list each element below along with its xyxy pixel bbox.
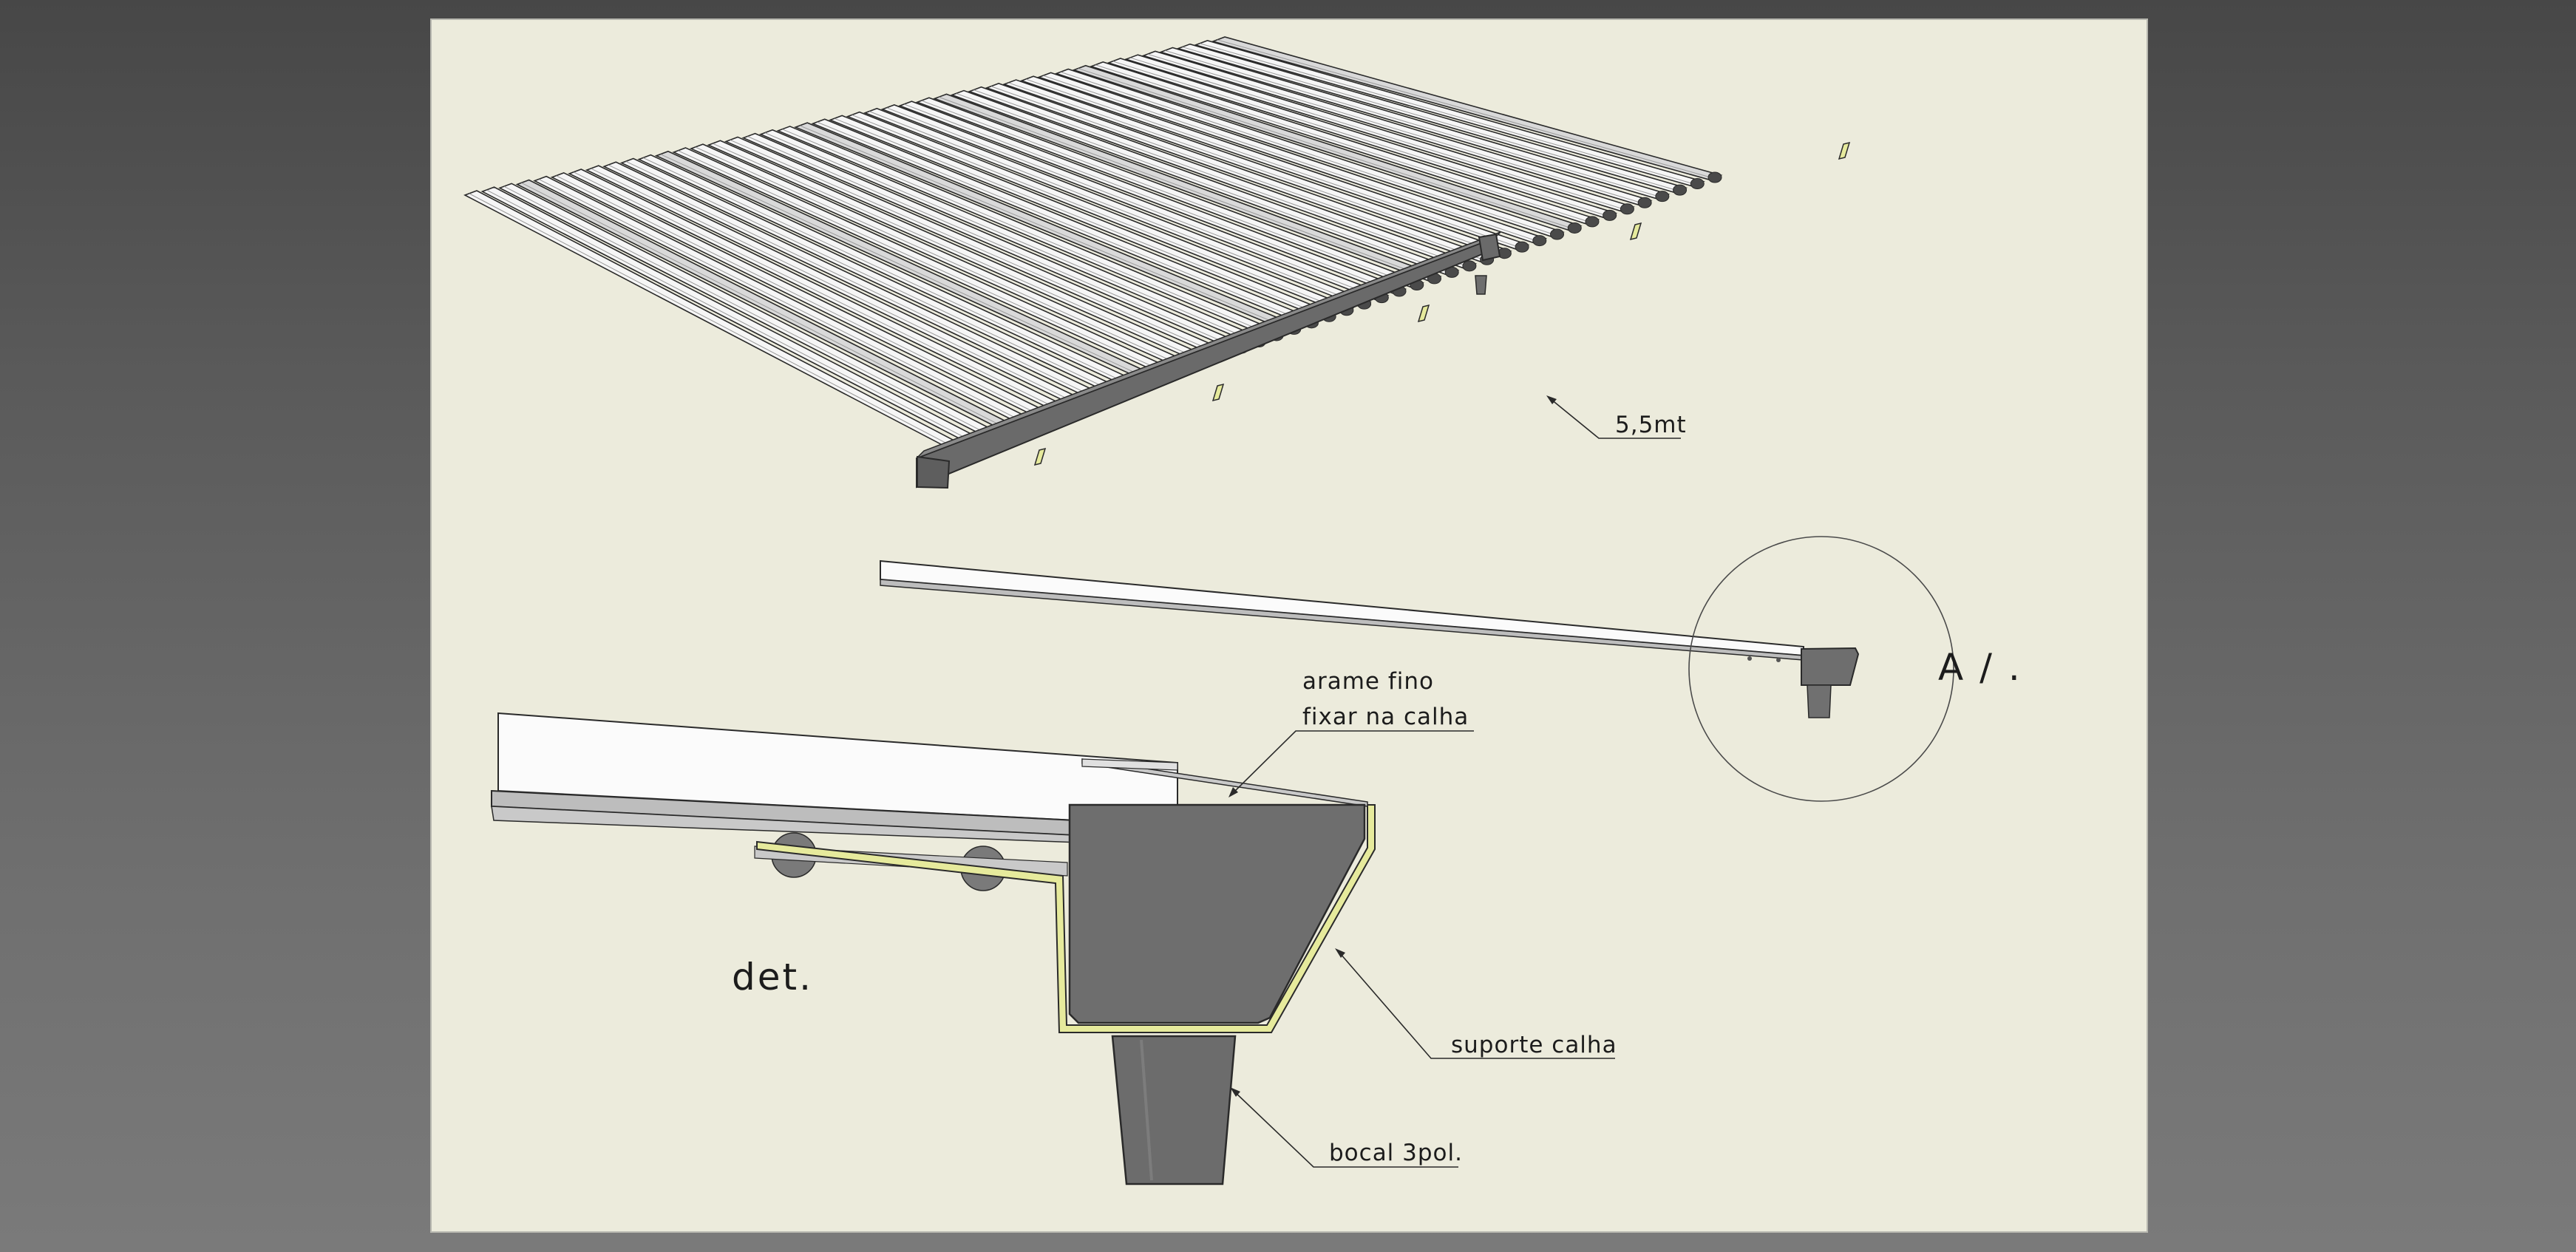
- tube-highlight: [660, 154, 1153, 381]
- tube-highlight: [521, 183, 1013, 432]
- tube-end-cap: [1620, 203, 1634, 215]
- tube-highlight: [713, 143, 1206, 362]
- tube-highlight: [1217, 39, 1714, 179]
- tube-highlight: [625, 161, 1118, 394]
- tube-end-cap: [1515, 241, 1529, 253]
- tube-highlight: [1130, 57, 1626, 211]
- tube-highlight: [835, 118, 1328, 318]
- detail-circle: [1688, 536, 1954, 802]
- tube-end-cap: [1673, 184, 1688, 196]
- tube-highlight: [469, 193, 960, 451]
- length-callout: 5,5mt: [1546, 395, 1687, 439]
- tube-highlight: [1200, 43, 1696, 186]
- tube-highlight: [695, 146, 1188, 369]
- tube-highlight: [869, 111, 1363, 305]
- tube-highlight: [678, 150, 1170, 375]
- tube-end-cap: [1603, 209, 1617, 221]
- tube-highlight: [573, 171, 1065, 413]
- gutter-iso: [916, 231, 1501, 489]
- tube-highlight: [1043, 75, 1538, 242]
- tube-highlight: [799, 125, 1293, 330]
- wire-label-line1: arame fino: [1302, 668, 1434, 695]
- tube-end-cap: [1690, 178, 1705, 190]
- tube-end-cap: [1550, 228, 1565, 240]
- tube-end-cap: [1637, 197, 1652, 208]
- tube-highlight: [782, 129, 1276, 337]
- tube-highlight: [817, 121, 1311, 324]
- support-callout: suporte calha: [1335, 948, 1617, 1059]
- technical-drawing: 5,5mt A / . ara: [463, 36, 2022, 1185]
- tube-highlight: [1182, 47, 1679, 191]
- roof-isometric-view: 5,5mt: [463, 36, 1851, 489]
- tube-highlight: [921, 100, 1416, 286]
- tube-highlight: [1095, 64, 1591, 223]
- tube-highlight: [1147, 53, 1644, 204]
- tube-highlight: [1078, 68, 1574, 229]
- tube-highlight: [538, 179, 1030, 426]
- tube-end-cap: [1462, 260, 1477, 272]
- wire-ties: [1033, 141, 1851, 466]
- support-label: suporte calha: [1451, 1032, 1617, 1058]
- tube-highlight: [990, 86, 1486, 261]
- tube-highlight: [486, 189, 977, 444]
- tube-highlight: [1061, 72, 1556, 236]
- nozzle: [1111, 1035, 1237, 1185]
- tube-highlight: [852, 115, 1346, 312]
- side-view: A / .: [880, 536, 2022, 802]
- tube-highlight: [608, 164, 1100, 400]
- collector-tubes: [463, 36, 1723, 455]
- gutter-block: [1068, 803, 1366, 1024]
- tube-end-cap: [1707, 171, 1722, 183]
- wire-callout: arame fino fixar na calha: [1228, 668, 1474, 797]
- tube-highlight: [939, 96, 1433, 280]
- nozzle-label: bocal 3pol.: [1329, 1140, 1463, 1166]
- wire-label-line2: fixar na calha: [1302, 704, 1469, 730]
- tube-end-cap: [1585, 216, 1600, 228]
- tube-highlight: [556, 175, 1047, 419]
- tube-highlight: [764, 132, 1258, 343]
- tube-highlight: [1112, 61, 1608, 217]
- tube-end-cap: [1567, 222, 1582, 234]
- detail-reference: A / .: [1938, 646, 2022, 689]
- nozzle-callout: bocal 3pol.: [1230, 1087, 1463, 1168]
- tube-highlight: [730, 139, 1223, 356]
- tube-highlight: [747, 136, 1240, 350]
- tube-highlight: [643, 157, 1135, 387]
- tube-highlight: [956, 93, 1451, 273]
- detail-view: arame fino fixar na calha suporte calha …: [491, 668, 1617, 1185]
- tube-highlight: [591, 168, 1083, 406]
- tube-highlight: [904, 103, 1399, 293]
- tube-end-cap: [1655, 191, 1670, 203]
- tube-highlight: [1165, 50, 1661, 198]
- length-label: 5,5mt: [1615, 412, 1687, 438]
- tube-highlight: [1025, 78, 1521, 248]
- tube-end-cap: [1532, 235, 1547, 247]
- tube-highlight: [973, 89, 1469, 268]
- drawing-sheet: 5,5mt A / . ara: [430, 18, 2148, 1233]
- detail-name: det.: [732, 956, 813, 998]
- tube-highlight: [503, 186, 995, 438]
- tube-highlight: [1008, 82, 1503, 255]
- tube-highlight: [886, 107, 1381, 299]
